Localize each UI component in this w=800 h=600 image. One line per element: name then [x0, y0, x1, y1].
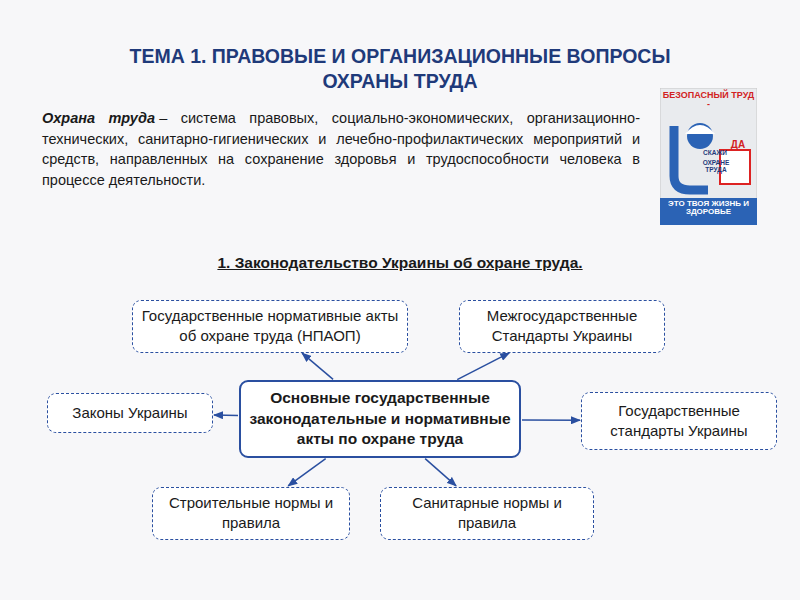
poster-text: СКАЖИ: [700, 150, 730, 157]
act-box: Законы Украины: [47, 393, 213, 433]
section-heading: 1. Законодательство Украины об охране тр…: [100, 254, 700, 272]
box-text: Государственные нормативные акты об охра…: [141, 306, 399, 347]
act-box: Межгосударственные Стандарты Украины: [459, 300, 665, 353]
act-box: Государственные нормативные акты об охра…: [132, 300, 408, 353]
box-text: Законы Украины: [72, 403, 187, 423]
arrow-connector: [522, 419, 580, 421]
act-box: Строительные нормы и правила: [152, 487, 350, 540]
poster-text: ОХРАНЕ ТРУДА: [696, 160, 736, 174]
definition-paragraph: Охрана труда– система правовых, социальн…: [42, 108, 640, 190]
poster-text: ЭТО ТВОЯ ЖИЗНЬ И ЗДОРОВЬЕ: [662, 200, 755, 217]
arrow-connector: [425, 459, 456, 486]
arrow-connector: [288, 459, 325, 486]
poster-text: ДА: [722, 140, 754, 151]
central-box: Основные государственные законодательные…: [239, 380, 521, 458]
box-text: Государственные стандарты Украины: [590, 401, 768, 442]
act-box: Государственные стандарты Украины: [581, 392, 777, 450]
box-text: Санитарные нормы и правила: [389, 493, 585, 534]
box-text: Межгосударственные Стандарты Украины: [468, 306, 656, 347]
arrow-connector: [214, 414, 238, 416]
slide-title: ТЕМА 1. ПРАВОВЫЕ И ОРГАНИЗАЦИОННЫЕ ВОПРО…: [120, 44, 680, 95]
box-text: Основные государственные законодательные…: [249, 388, 511, 451]
act-box: Санитарные нормы и правила: [380, 487, 594, 540]
term: Охрана труда: [42, 110, 155, 126]
arrow-connector: [302, 353, 333, 379]
box-text: Строительные нормы и правила: [161, 493, 341, 534]
poster-text: БЕЗОПАСНЫЙ ТРУД -: [662, 91, 755, 110]
arrow-connector: [457, 353, 509, 380]
